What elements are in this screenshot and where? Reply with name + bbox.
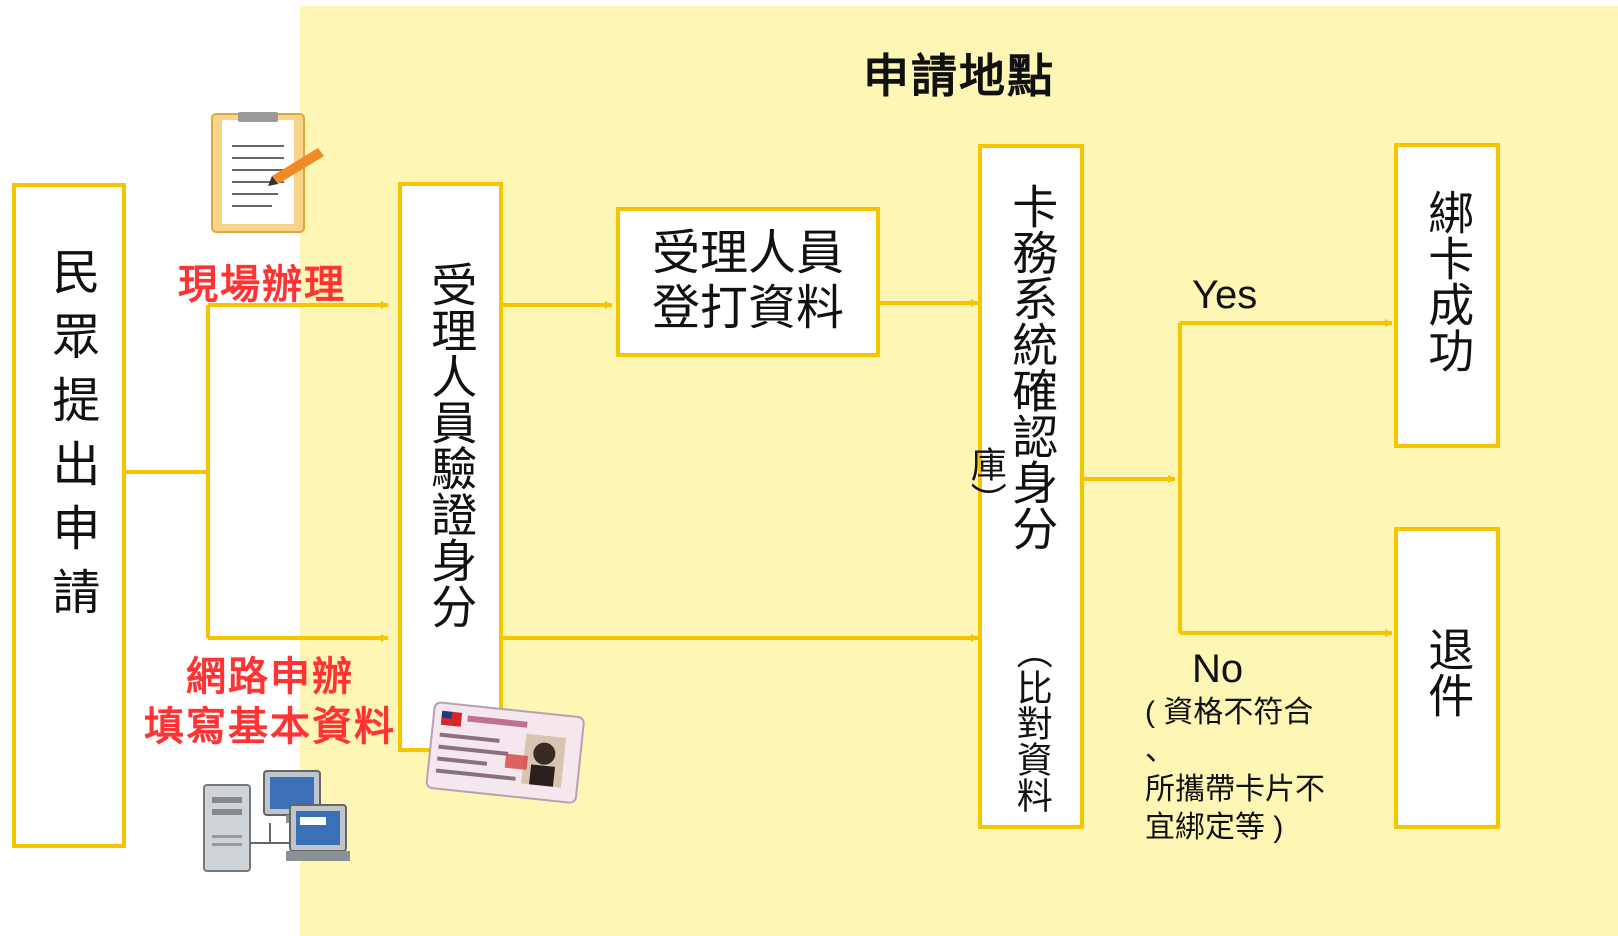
system-verify-paren-a: （比對資料 (1010, 633, 1052, 813)
apply-text: 民眾提出申請 (43, 247, 100, 631)
data-entry-text: 受理人員 登打資料 (651, 225, 844, 337)
return-text: 退件 (1421, 626, 1476, 718)
computer-icon (203, 770, 350, 872)
verify-identity-text: 受理人員驗證身分 (424, 261, 479, 629)
no-reason-label: ( 資格不符合 、 所攜帶卡片不 宜綁定等 ) (1145, 696, 1325, 845)
system-verify-text: 卡務系統確認身分 (1005, 183, 1060, 551)
clipboard-icon (211, 112, 324, 233)
region-title: 申請地點 (863, 49, 1055, 103)
data-entry-box: 受理人員 登打資料 (616, 207, 880, 357)
bind-success-text: 綁卡成功 (1421, 189, 1476, 373)
system-verify-paren-b: 庫） (964, 446, 1006, 518)
bind-success-box: 綁卡成功 (1394, 143, 1500, 448)
apply-box: 民眾提出申請 (12, 183, 126, 848)
online-label: 網路申辦 填寫基本資料 (144, 654, 396, 750)
no-label: No (1192, 647, 1244, 691)
verify-identity-box: 受理人員驗證身分 (398, 182, 503, 752)
yes-label: Yes (1192, 273, 1258, 317)
return-box: 退件 (1394, 527, 1500, 829)
onsite-label: 現場辦理 (178, 262, 346, 308)
system-verify-box: 卡務系統確認身分 （比對資料 庫） (965, 144, 1084, 829)
id-card-icon (425, 701, 585, 804)
